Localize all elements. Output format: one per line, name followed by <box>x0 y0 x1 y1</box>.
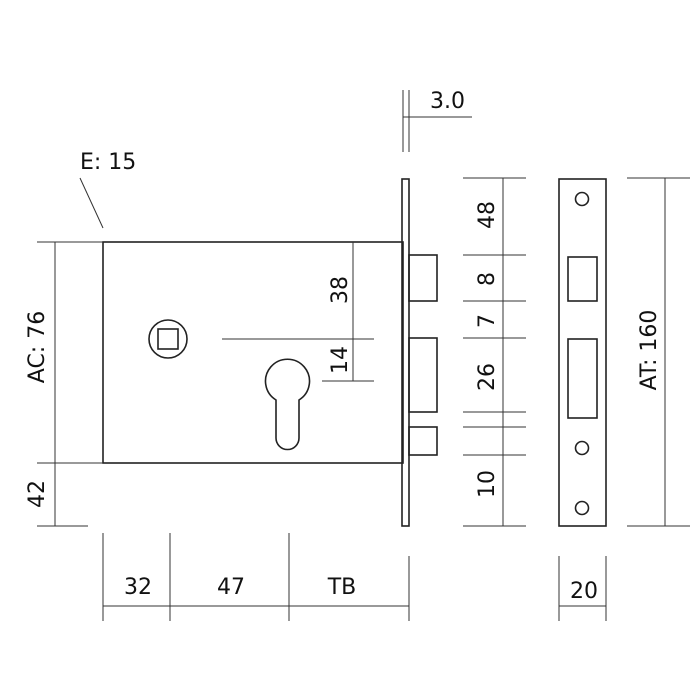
cylinder-keyhole <box>264 358 311 451</box>
dim-edge-leader <box>79 177 104 229</box>
follower-hub <box>148 319 188 359</box>
dim-left-vertical <box>37 241 103 527</box>
label-plate-26: 26 <box>475 363 500 391</box>
dead-bolt <box>408 337 438 413</box>
label-plate-thickness: 3.0 <box>430 89 465 114</box>
auxiliary-bolt <box>408 426 438 456</box>
dim-plate-thickness <box>402 90 472 152</box>
dim-plate-chain <box>463 177 526 527</box>
label-bottom-47: 47 <box>217 575 245 600</box>
dim-inner-vertical <box>222 242 374 382</box>
label-ac: AC: 76 <box>25 311 50 383</box>
label-plate-8: 8 <box>475 272 500 286</box>
faceplate-front <box>558 178 607 527</box>
dim-faceplate-width <box>558 556 607 621</box>
dim-bottom-horizontal <box>102 533 410 621</box>
label-vert-38: 38 <box>328 276 353 304</box>
label-plate-10: 10 <box>475 470 500 498</box>
label-at: AT: 160 <box>637 310 662 391</box>
label-plate-7: 7 <box>475 314 500 328</box>
label-bottom-42: 42 <box>25 480 50 508</box>
latch-bolt <box>408 254 438 302</box>
label-vert-14: 14 <box>328 346 353 374</box>
label-edge: E: 15 <box>80 150 136 175</box>
label-plate-48: 48 <box>475 201 500 229</box>
dim-at-vertical <box>627 177 690 527</box>
label-bottom-32: 32 <box>124 575 152 600</box>
label-faceplate-width: 20 <box>570 579 598 604</box>
lock-body <box>102 241 404 464</box>
label-bottom-tb: TB <box>327 575 357 600</box>
